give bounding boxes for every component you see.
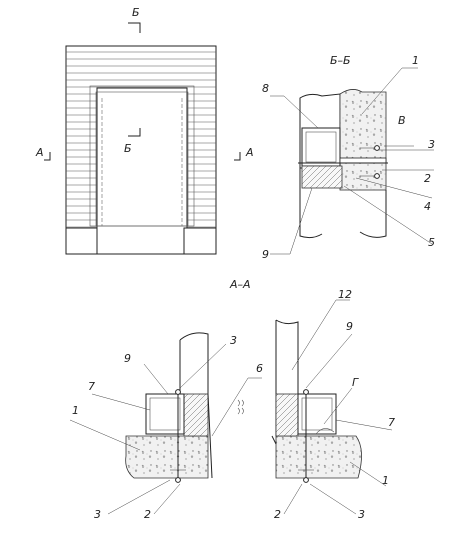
callout-bb-4: 4: [424, 200, 431, 213]
cut-mark-b-top: Б: [132, 6, 140, 19]
callout-bb-9: 9: [262, 248, 269, 261]
callout-aa-left-1: 1: [72, 404, 79, 417]
elevation-view: [44, 22, 241, 255]
callout-bb-2: 2: [424, 172, 431, 185]
callout-bb-1: 1: [412, 54, 419, 67]
section-bb-title: Б–Б: [330, 54, 351, 67]
callout-aa-left-3b: 3: [94, 508, 101, 521]
callout-bb-8: 8: [262, 82, 269, 95]
cut-mark-a-right: А: [245, 146, 254, 159]
section-aa-title: А–А: [229, 278, 251, 291]
callout-aa-right-12: 12: [338, 288, 352, 301]
callout-bb-v: В: [398, 114, 406, 127]
callout-aa-right-2: 2: [274, 508, 281, 521]
section-aa-right: [271, 299, 393, 515]
cut-mark-a-left: А: [35, 146, 44, 159]
callout-aa-left-3: 3: [230, 334, 237, 347]
cut-mark-b-mid: Б: [124, 142, 132, 155]
callout-aa-left-9: 9: [124, 352, 131, 365]
callout-aa-right-7: 7: [388, 416, 395, 429]
callout-bb-3: 3: [428, 138, 435, 151]
siding-lines: [66, 51, 216, 228]
section-bb: [270, 67, 434, 255]
callout-aa-left-2: 2: [144, 508, 151, 521]
callout-bb-5: 5: [428, 236, 435, 249]
section-aa-left: [69, 332, 262, 515]
callout-aa-left-7: 7: [88, 380, 95, 393]
callout-aa-right-g: Г: [352, 376, 359, 389]
callout-aa-right-9: 9: [346, 320, 353, 333]
callout-aa-right-1: 1: [382, 474, 389, 487]
callout-aa-right-3: 3: [358, 508, 365, 521]
callout-aa-left-6: 6: [256, 362, 263, 375]
